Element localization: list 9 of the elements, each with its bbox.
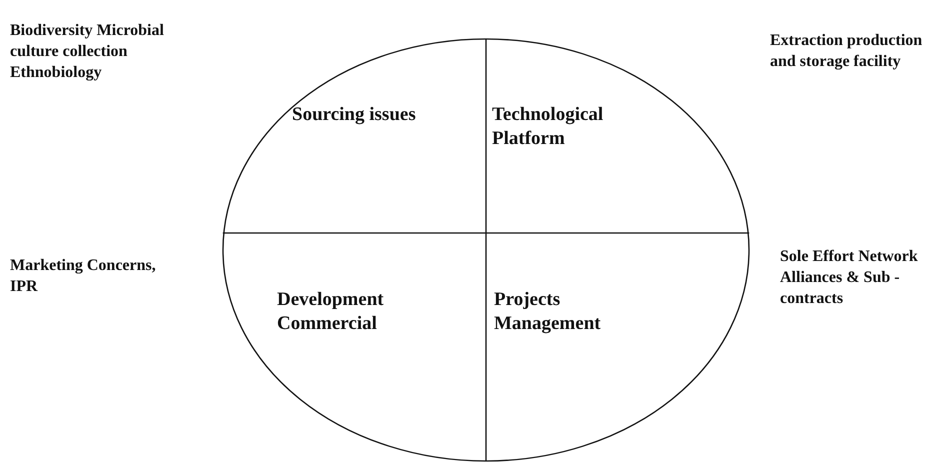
divided-circle [222, 38, 750, 462]
quadrant-label: Development Commercial [277, 288, 437, 336]
quadrant-label: Technological Platform [492, 103, 652, 151]
side-note: Extraction production and storage facility [770, 31, 924, 72]
quadrant-label: Projects Management [494, 288, 664, 336]
quadrant-label: Sourcing issues [292, 103, 432, 127]
side-note: Sole Effort Network Alliances & Sub - contracts [780, 247, 919, 309]
side-note: Biodiversity Microbial culture collection Ethnobiology [10, 21, 165, 83]
side-note: Marketing Concerns, IPR [10, 256, 157, 297]
